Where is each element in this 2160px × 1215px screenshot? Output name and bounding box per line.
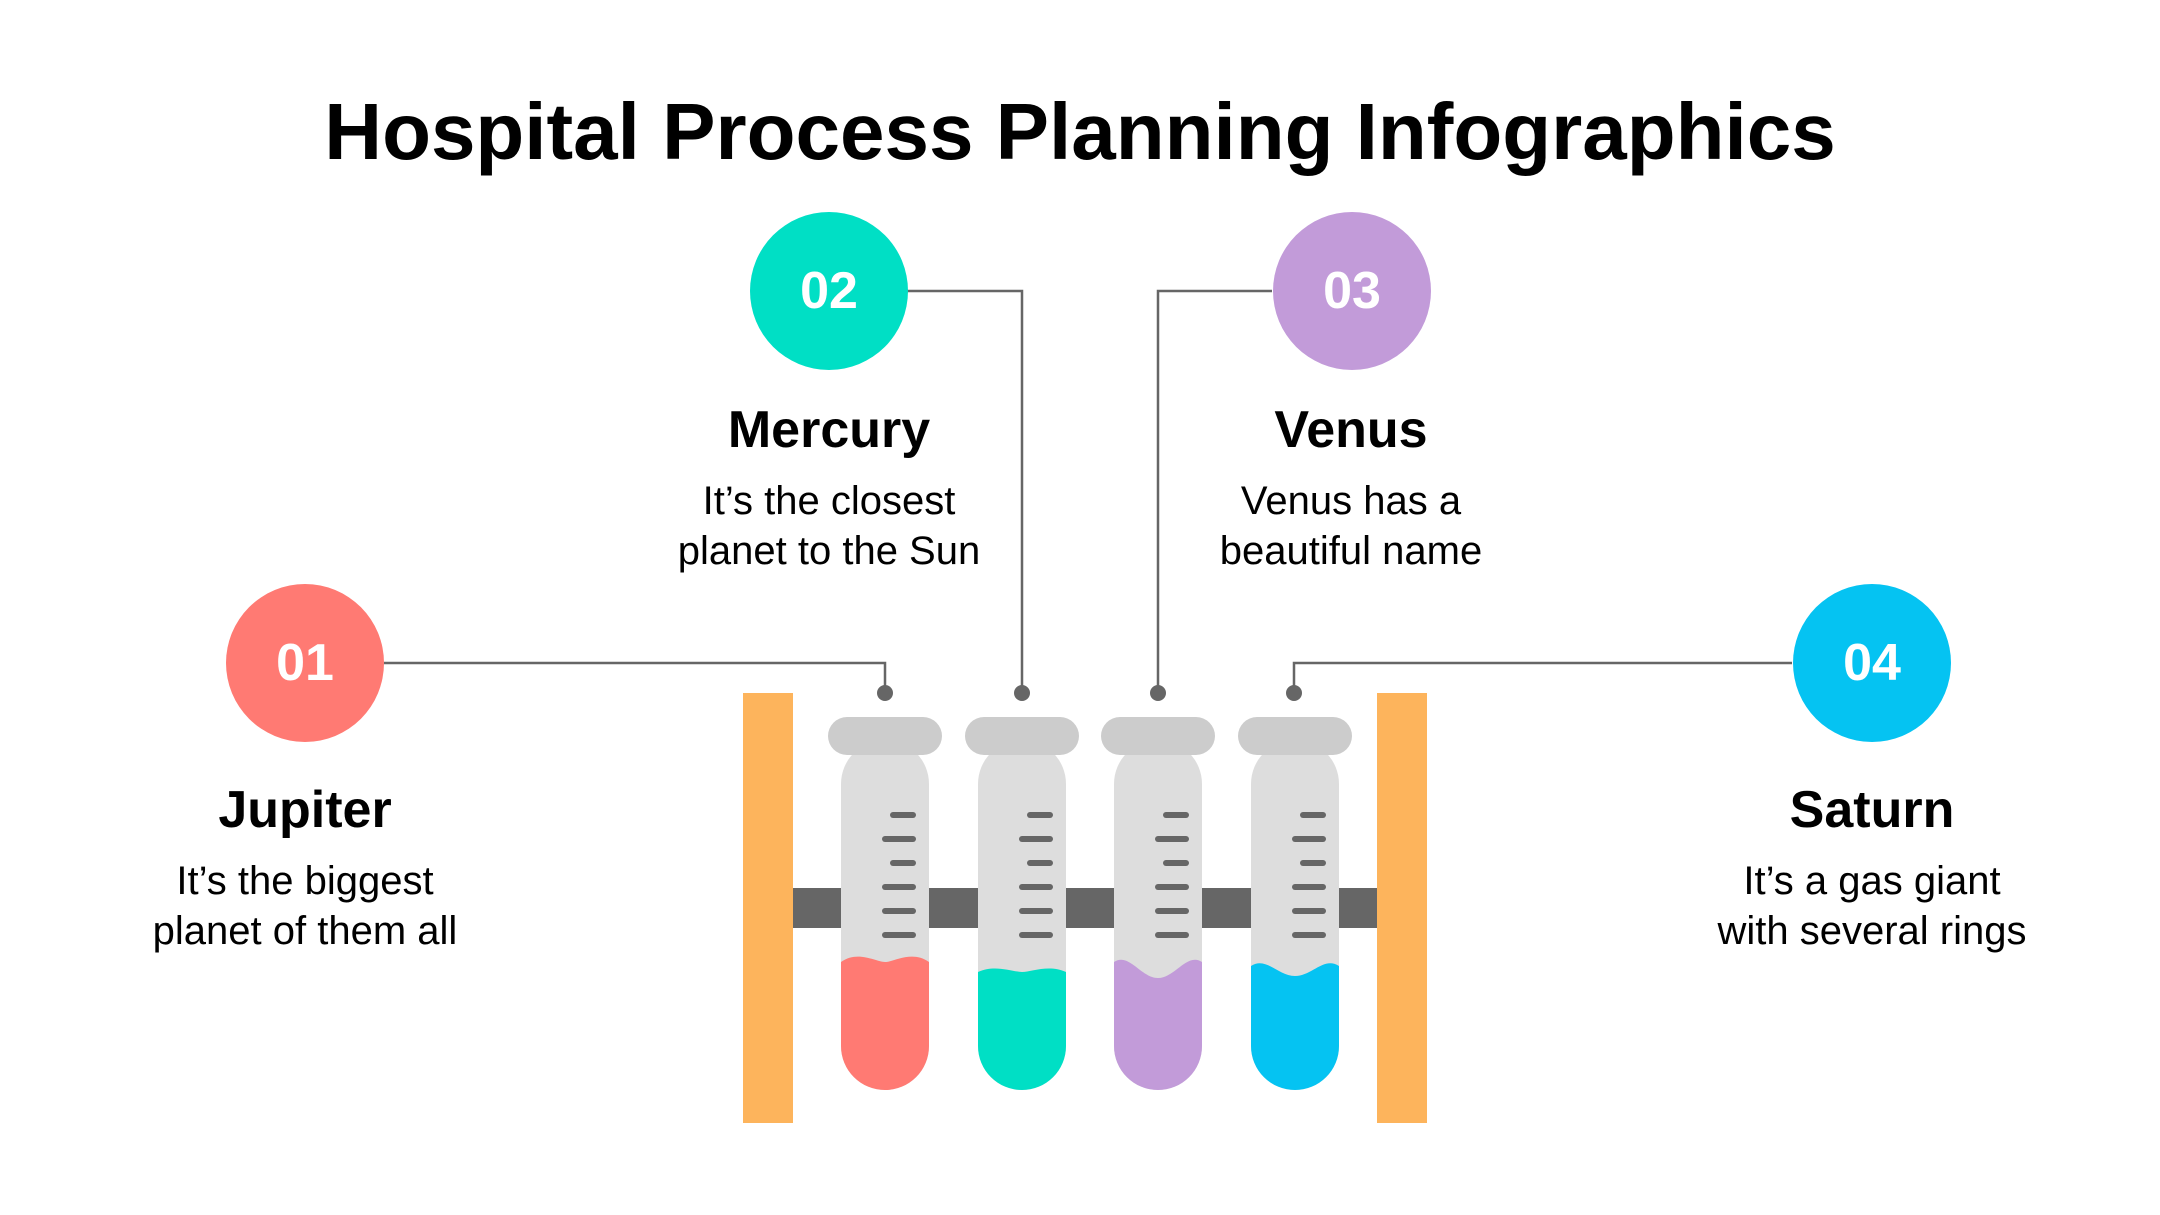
step-description-03: Venus has a beautiful name: [1219, 479, 1483, 573]
step-number-badge-04: 04: [1793, 584, 1951, 742]
tube-liquid: [841, 956, 929, 1090]
step-title-04: Saturn: [1789, 781, 1955, 839]
measurement-marks: [1019, 812, 1053, 938]
rack-left-post: [743, 693, 793, 1123]
connector-dots: [877, 685, 1302, 701]
tube-cap: [1238, 717, 1352, 755]
step-number: 01: [276, 634, 334, 692]
rack-right-post: [1377, 693, 1427, 1123]
step-number-badge-01: 01: [226, 584, 384, 742]
tube-liquid: [1251, 963, 1339, 1090]
connector-dot-02: [1014, 685, 1030, 701]
tube-cap: [1101, 717, 1215, 755]
tube-cap: [828, 717, 942, 755]
connector-dot-04: [1286, 685, 1302, 701]
tube-liquid: [1114, 959, 1202, 1090]
page-title: Hospital Process Planning Infographics: [324, 87, 1836, 176]
step-title-01: Jupiter: [218, 781, 392, 839]
test-tube-03: [1101, 717, 1215, 1090]
step-description-01: It’s the biggest planet of them all: [152, 859, 458, 953]
step-number: 03: [1323, 262, 1381, 320]
test-tube-02: [965, 717, 1079, 1090]
tube-liquid: [978, 968, 1066, 1090]
step-description-02: It’s the closest planet to the Sun: [677, 479, 981, 573]
step-description-04: It’s a gas giant with several rings: [1717, 859, 2027, 953]
connector-line-03: [1156, 289, 1272, 693]
connector-line-04: [1292, 661, 1792, 693]
measurement-marks: [1292, 812, 1326, 938]
connector-line-02: [906, 289, 1024, 693]
test-tube-01: [828, 717, 942, 1090]
measurement-marks: [1155, 812, 1189, 938]
measurement-marks: [882, 812, 916, 938]
step-number-badge-03: 03: [1273, 212, 1431, 370]
connector-dot-03: [1150, 685, 1166, 701]
tube-cap: [965, 717, 1079, 755]
test-tube-04: [1238, 717, 1352, 1090]
connector-line-01: [384, 661, 887, 693]
step-title-03: Venus: [1274, 401, 1428, 459]
connectors: [384, 289, 1792, 693]
connector-dot-01: [877, 685, 893, 701]
step-number: 02: [800, 262, 858, 320]
step-number: 04: [1843, 634, 1901, 692]
step-title-02: Mercury: [727, 401, 931, 459]
step-number-badge-02: 02: [750, 212, 908, 370]
